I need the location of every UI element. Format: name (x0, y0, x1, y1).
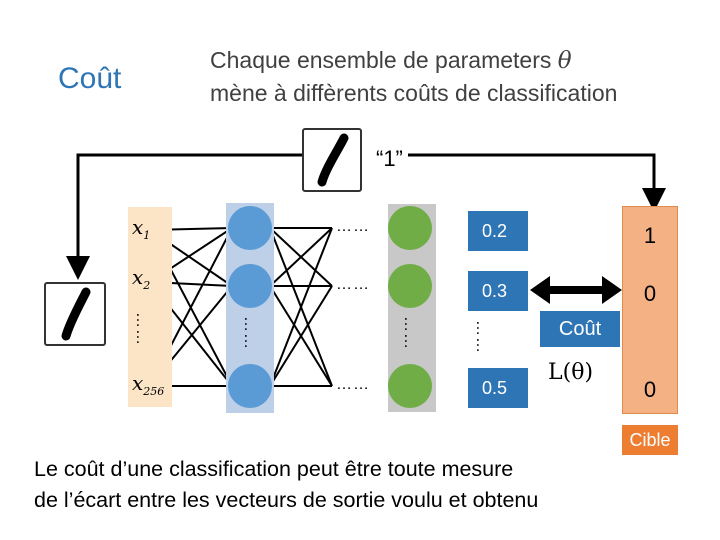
subtitle-line1: Chaque ensemble de parameters (210, 47, 552, 73)
cost-box: Coût (540, 311, 620, 347)
digit-image-top (302, 128, 362, 192)
target-value: 1 (643, 223, 657, 248)
ellipsis-input: …… (133, 312, 150, 346)
output-node (388, 206, 432, 250)
footer-line2: de l’écart entre les vecteurs de sortie … (34, 488, 539, 512)
subtitle-line2: mène à diffèrents coûts de classificatio… (210, 80, 618, 106)
output-node (388, 364, 432, 408)
target-value: 0 (643, 281, 657, 306)
ellipsis-outputs: …… (473, 320, 490, 354)
output-value: 0.5 (468, 368, 528, 408)
arrow-to-target (408, 153, 666, 212)
footer-text: Le coût d’une classification peut être t… (34, 454, 538, 516)
input-x2: x2 (132, 265, 151, 292)
loss-function: L(θ) (548, 360, 594, 385)
input-column: x1 x2 x256 (128, 207, 172, 407)
ellipsis-row3: …… (336, 376, 370, 393)
ellipsis-row2: …… (336, 276, 370, 293)
subtitle: Chaque ensemble de parameters θ mène à d… (210, 44, 617, 109)
hidden-node (228, 364, 272, 408)
ellipsis-layer: …… (401, 316, 418, 350)
page-title: Coût (58, 62, 122, 95)
target-vector: 1 0 0 (622, 206, 678, 414)
target-value: 0 (643, 377, 657, 402)
ellipsis-hidden: …… (241, 316, 258, 350)
hidden-node (228, 206, 272, 250)
footer-line1: Le coût d’une classification peut être t… (34, 457, 514, 481)
input-x256: x256 (132, 371, 165, 398)
hidden-next-connections (269, 227, 333, 387)
output-value: 0.3 (468, 271, 528, 311)
compare-arrow (530, 276, 622, 304)
target-label: Cible (622, 425, 678, 455)
output-value: 0.2 (468, 211, 528, 251)
arrow-to-input (66, 153, 302, 280)
input-x1: x1 (132, 215, 151, 242)
digit-image-left (44, 282, 106, 346)
input-label: “1” (376, 146, 403, 171)
ellipsis-row1: …… (336, 218, 370, 235)
hidden-node (228, 264, 272, 308)
theta-symbol: θ (557, 48, 572, 74)
output-node (388, 264, 432, 308)
